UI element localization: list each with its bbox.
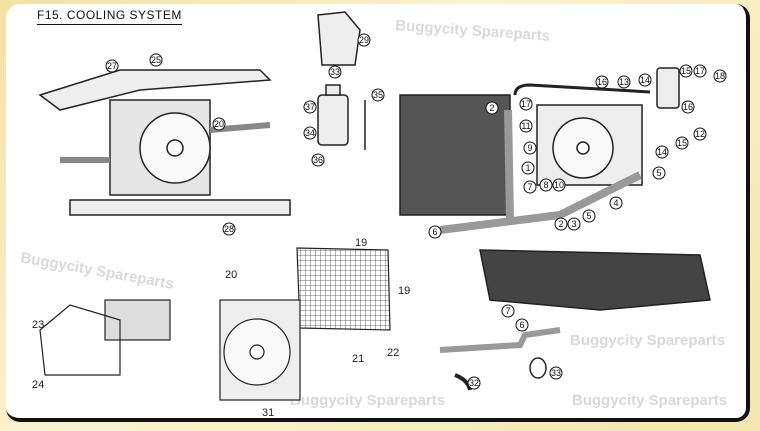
svg-text:37: 37 — [305, 102, 315, 112]
svg-text:17: 17 — [521, 99, 531, 109]
callout: 17 — [693, 64, 707, 78]
callout: 11 — [519, 119, 533, 133]
svg-text:9: 9 — [527, 143, 532, 153]
svg-text:17: 17 — [695, 66, 705, 76]
callout: 2 — [554, 217, 568, 231]
callout: 1 — [521, 161, 535, 175]
callout: 36 — [311, 153, 325, 167]
callout: 33 — [549, 366, 563, 380]
callout: 27 — [105, 59, 119, 73]
svg-text:3: 3 — [571, 219, 576, 229]
plain-callouts: 19 19 20 21 22 23 24 31 — [32, 237, 410, 419]
svg-text:27: 27 — [107, 61, 117, 71]
svg-text:6: 6 — [432, 227, 437, 237]
svg-text:32: 32 — [469, 378, 479, 388]
callout: 14 — [638, 73, 652, 87]
callout: 29 — [357, 33, 371, 47]
callout: 15 — [675, 136, 689, 150]
svg-text:25: 25 — [151, 55, 161, 65]
callout: 17 — [519, 97, 533, 111]
svg-text:5: 5 — [586, 211, 591, 221]
svg-text:6: 6 — [519, 320, 524, 330]
callout: 7 — [523, 180, 537, 194]
svg-text:18: 18 — [715, 71, 725, 81]
callout: 31 — [262, 407, 274, 419]
svg-text:34: 34 — [305, 128, 315, 138]
frame-radiator-assembly — [38, 69, 291, 216]
callout: 22 — [387, 347, 399, 359]
watermark: Buggycity Spareparts — [19, 249, 175, 293]
svg-text:2: 2 — [558, 219, 563, 229]
svg-text:20: 20 — [214, 119, 224, 129]
callout: 6 — [515, 318, 529, 332]
callout: 33 — [328, 65, 342, 79]
callout: 8 — [539, 178, 553, 192]
callout: 18 — [713, 69, 727, 83]
callout: 24 — [32, 379, 44, 391]
svg-text:15: 15 — [677, 138, 687, 148]
callout: 19 — [355, 237, 367, 249]
svg-text:36: 36 — [313, 155, 323, 165]
callout: 23 — [32, 319, 44, 331]
callout: 5 — [582, 209, 596, 223]
svg-text:14: 14 — [657, 147, 667, 157]
callout: 16 — [595, 75, 609, 89]
callout: 12 — [693, 127, 707, 141]
watermark: Buggycity Spareparts — [395, 17, 551, 45]
svg-text:10: 10 — [554, 180, 564, 190]
callout: 5 — [652, 166, 666, 180]
callout: 9 — [523, 141, 537, 155]
callout: 4 — [609, 196, 623, 210]
watermark: Buggycity Spareparts — [572, 392, 727, 409]
svg-text:5: 5 — [656, 168, 661, 178]
svg-text:29: 29 — [359, 35, 369, 45]
callout: 16 — [681, 100, 695, 114]
svg-text:12: 12 — [695, 129, 705, 139]
callout: 21 — [352, 353, 364, 365]
watermark: Buggycity Spareparts — [290, 392, 445, 409]
svg-text:35: 35 — [373, 90, 383, 100]
svg-text:2: 2 — [489, 103, 494, 113]
callout: 28 — [222, 222, 236, 236]
svg-text:7: 7 — [527, 182, 532, 192]
svg-text:8: 8 — [543, 180, 548, 190]
circled-callouts: 27 25 20 28 29 33 37 34 35 36 2 17 11 9 … — [105, 33, 727, 390]
svg-text:13: 13 — [619, 77, 629, 87]
exploded-radiator — [39, 247, 391, 401]
engine-radiator-assembly — [399, 67, 680, 234]
svg-text:11: 11 — [521, 121, 530, 131]
svg-text:14: 14 — [640, 75, 650, 85]
engine-lower — [439, 249, 711, 391]
callout: 13 — [617, 75, 631, 89]
callout: 14 — [655, 145, 669, 159]
callout: 7 — [501, 304, 515, 318]
callout: 35 — [371, 88, 385, 102]
callout: 34 — [303, 126, 317, 140]
svg-text:28: 28 — [224, 224, 234, 234]
callout: 3 — [567, 217, 581, 231]
callout: 20 — [225, 269, 237, 281]
svg-text:16: 16 — [683, 102, 693, 112]
callout: 25 — [149, 53, 163, 67]
svg-text:33: 33 — [330, 67, 340, 77]
svg-text:33: 33 — [551, 368, 561, 378]
svg-text:16: 16 — [597, 77, 607, 87]
svg-text:1: 1 — [525, 163, 530, 173]
callout: 10 — [552, 178, 566, 192]
callout: 37 — [303, 100, 317, 114]
callout: 19 — [398, 285, 410, 297]
watermark: Buggycity Spareparts — [570, 332, 725, 349]
reservoir-tank — [317, 11, 366, 150]
svg-text:7: 7 — [505, 306, 510, 316]
diagram-title: F15. COOLING SYSTEM — [37, 8, 182, 25]
callout: 20 — [212, 117, 226, 131]
callout: 15 — [679, 64, 693, 78]
callout: 2 — [485, 101, 499, 115]
svg-text:4: 4 — [613, 198, 618, 208]
svg-text:15: 15 — [681, 66, 691, 76]
callout: 6 — [428, 225, 442, 239]
callout: 32 — [467, 376, 481, 390]
